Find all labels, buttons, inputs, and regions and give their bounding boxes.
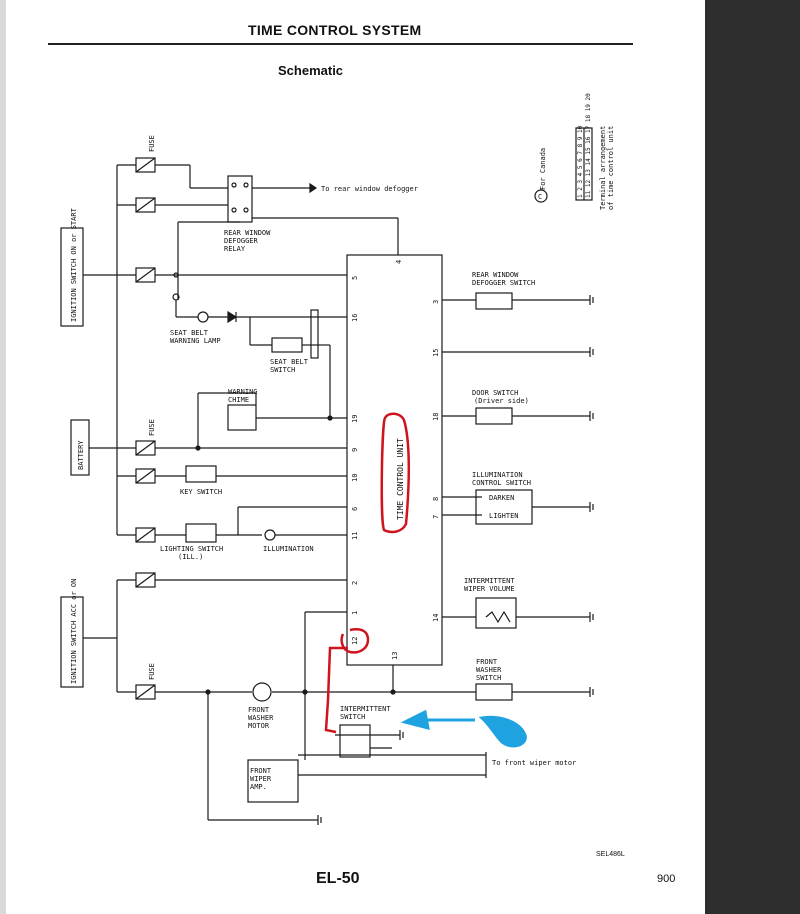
- label-wiper-vol-1: INTERMITTENT: [464, 577, 515, 585]
- label-washer-sw-2: WASHER: [476, 666, 502, 674]
- label-relay-2: DEFOGGER: [224, 237, 259, 245]
- pin-left-19: 19: [351, 415, 359, 423]
- title-rule: [48, 43, 633, 45]
- label-defogger-out: To rear window defogger: [321, 185, 418, 193]
- label-washer-sw-3: SWITCH: [476, 674, 501, 682]
- page-number: 900: [657, 873, 676, 885]
- label-chime-2: CHIME: [228, 396, 249, 404]
- label-seatbelt-lamp-2: WARNING LAMP: [170, 337, 221, 345]
- pin-left-1: 1: [351, 611, 359, 615]
- page-title: TIME CONTROL SYSTEM: [248, 22, 422, 38]
- label-fuse-2: FUSE: [148, 419, 156, 436]
- label-key-switch: KEY SWITCH: [180, 488, 222, 496]
- label-wiper-amp-3: AMP.: [250, 783, 267, 791]
- pin-right-3: 3: [432, 300, 440, 304]
- circle-c-label: C: [538, 193, 542, 201]
- pin-left-6: 6: [351, 507, 359, 511]
- label-relay-3: RELAY: [224, 245, 246, 253]
- terminal-row-1: 1 2 3 4 5 6 7 8 9 10: [577, 125, 584, 198]
- label-int-switch-1: INTERMITTENT: [340, 705, 391, 713]
- pin-right-4: 4: [395, 260, 403, 264]
- label-chime-1: WARNING: [228, 388, 258, 396]
- page-footer: EL-50: [316, 870, 360, 887]
- red-annotations: [324, 412, 411, 734]
- schematic-diagram: FUSE IGNITION SWITCH ON or START BATTERY…: [60, 93, 615, 825]
- label-time-control-unit: TIME CONTROL UNIT: [396, 438, 405, 520]
- label-washer-motor-1: FRONT: [248, 706, 270, 714]
- label-fuse-1: FUSE: [148, 135, 156, 152]
- pin-right-13: 13: [391, 652, 399, 660]
- label-ign-acc: IGNITION SWITCH ACC or ON: [70, 579, 78, 684]
- label-door-2: (Driver side): [474, 397, 529, 405]
- pin-left-9: 9: [351, 448, 359, 452]
- pin-left-11: 11: [351, 532, 359, 540]
- pin-right-15: 15: [432, 349, 440, 357]
- label-door-1: DOOR SWITCH: [472, 389, 518, 397]
- pin-left-12: 12: [351, 637, 359, 645]
- label-seatbelt-lamp-1: SEAT BELT: [170, 329, 209, 337]
- label-wiper-motor: To front wiper motor: [492, 759, 576, 767]
- pin-left-10: 10: [351, 474, 359, 482]
- label-washer-motor-3: MOTOR: [248, 722, 270, 730]
- pin-right-8: 8: [432, 497, 440, 501]
- label-defog-switch-1: REAR WINDOW: [472, 271, 519, 279]
- label-wiper-amp-2: WIPER: [250, 775, 272, 783]
- label-wiper-vol-2: WIPER VOLUME: [464, 585, 515, 593]
- pin-left-5: 5: [351, 276, 359, 280]
- pin-left-2: 2: [351, 581, 359, 585]
- pin-right-7: 7: [432, 515, 440, 519]
- label-illum-ctrl-1: ILLUMINATION: [472, 471, 523, 479]
- label-illumination: ILLUMINATION: [263, 545, 314, 553]
- figure-code: SEL486L: [596, 851, 625, 858]
- label-terminal-2: of time control unit: [607, 126, 615, 210]
- label-lighting-2: (ILL.): [178, 553, 203, 561]
- label-illum-ctrl-2: CONTROL SWITCH: [472, 479, 531, 487]
- terminal-row-2: 11 12 13 14 15 16 17 18 19 20: [585, 93, 592, 198]
- blue-annotations: [400, 709, 527, 748]
- label-battery: BATTERY: [77, 440, 85, 470]
- window-edge: [0, 0, 6, 914]
- viewer-background: [705, 0, 800, 914]
- label-int-switch-2: SWITCH: [340, 713, 365, 721]
- label-fuse-3: FUSE: [148, 663, 156, 680]
- pin-left-16: 16: [351, 314, 359, 322]
- pin-right-18: 18: [432, 413, 440, 421]
- label-terminal-1: Terminal arrangement: [599, 126, 607, 210]
- label-lighting-1: LIGHTING SWITCH: [160, 545, 223, 553]
- label-ign-start: IGNITION SWITCH ON or START: [70, 207, 78, 322]
- label-seatbelt-switch-2: SWITCH: [270, 366, 295, 374]
- pin-right-14: 14: [432, 614, 440, 622]
- label-defog-switch-2: DEFOGGER SWITCH: [472, 279, 535, 287]
- label-lighten: LIGHTEN: [489, 512, 519, 520]
- label-washer-motor-2: WASHER: [248, 714, 274, 722]
- section-subtitle: Schematic: [278, 63, 344, 78]
- label-seatbelt-switch-1: SEAT BELT: [270, 358, 309, 366]
- label-washer-sw-1: FRONT: [476, 658, 498, 666]
- label-darken: DARKEN: [489, 494, 514, 502]
- label-relay-1: REAR WINDOW: [224, 229, 271, 237]
- label-wiper-amp-1: FRONT: [250, 767, 272, 775]
- label-canada: For Canada: [539, 148, 547, 190]
